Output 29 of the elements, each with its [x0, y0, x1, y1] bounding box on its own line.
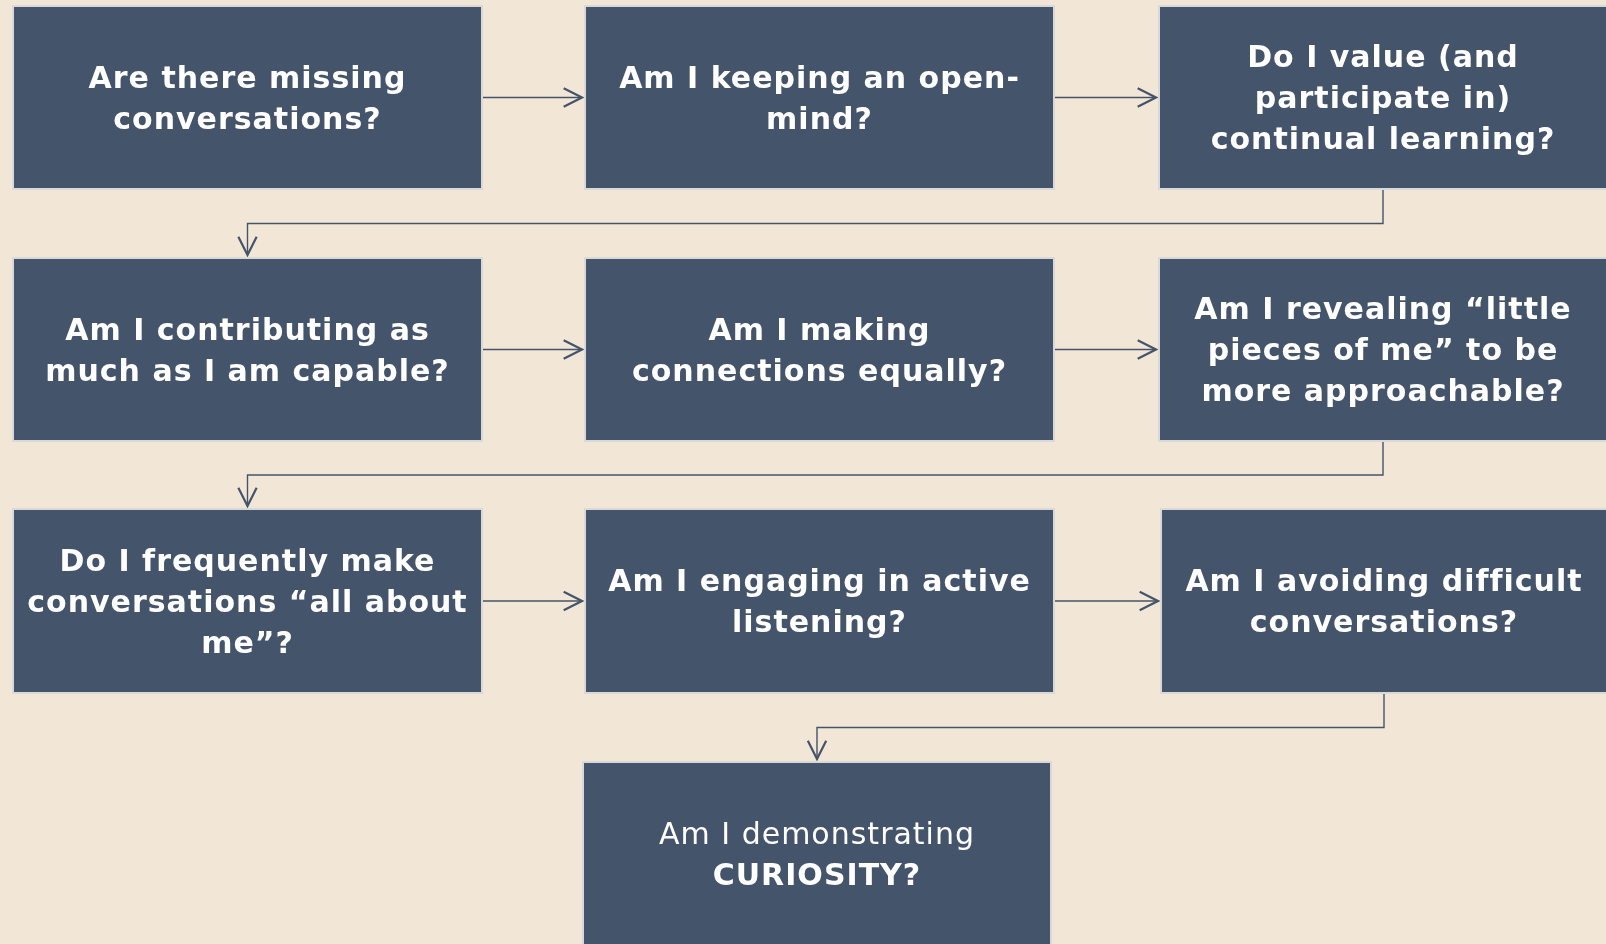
- arrow: [806, 693, 1385, 761]
- question-box: [14, 510, 481, 692]
- question-text: Am I keeping an open-mind?: [618, 58, 1021, 138]
- question-text: Do I value (and participate in) continual learning?: [1209, 38, 1557, 158]
- arrow: [237, 189, 1384, 257]
- arrow: [1054, 590, 1160, 612]
- question-text: Am I making connections equally?: [630, 310, 1009, 390]
- question-box: [1162, 510, 1606, 692]
- question-text: Am I contributing as much as I am capable?: [44, 310, 451, 390]
- arrow: [482, 87, 584, 108]
- arrow: [482, 590, 584, 612]
- question-box: [586, 510, 1053, 692]
- question-box: [586, 259, 1053, 440]
- question-text: Am I engaging in active listening?: [607, 562, 1032, 641]
- question-box: [586, 7, 1053, 188]
- arrow: [237, 441, 1384, 508]
- question-box: [14, 7, 481, 188]
- question-text: Are there missing conversations?: [87, 58, 408, 138]
- question-text: Am I revealing “little pieces of me” to be more approachable?: [1193, 290, 1573, 410]
- question-box: [1160, 7, 1606, 188]
- question-box: [14, 259, 481, 440]
- arrow: [1054, 87, 1158, 108]
- arrow: [1054, 339, 1158, 360]
- question-text: Am I demonstrating CURIOSITY?: [658, 814, 976, 894]
- question-text: Do I frequently make conversations “all about me”?: [26, 541, 469, 662]
- arrow: [482, 339, 584, 360]
- question-text: Am I avoiding difficult conversations?: [1184, 562, 1584, 641]
- question-box: [584, 763, 1050, 944]
- question-box: [1160, 259, 1606, 440]
